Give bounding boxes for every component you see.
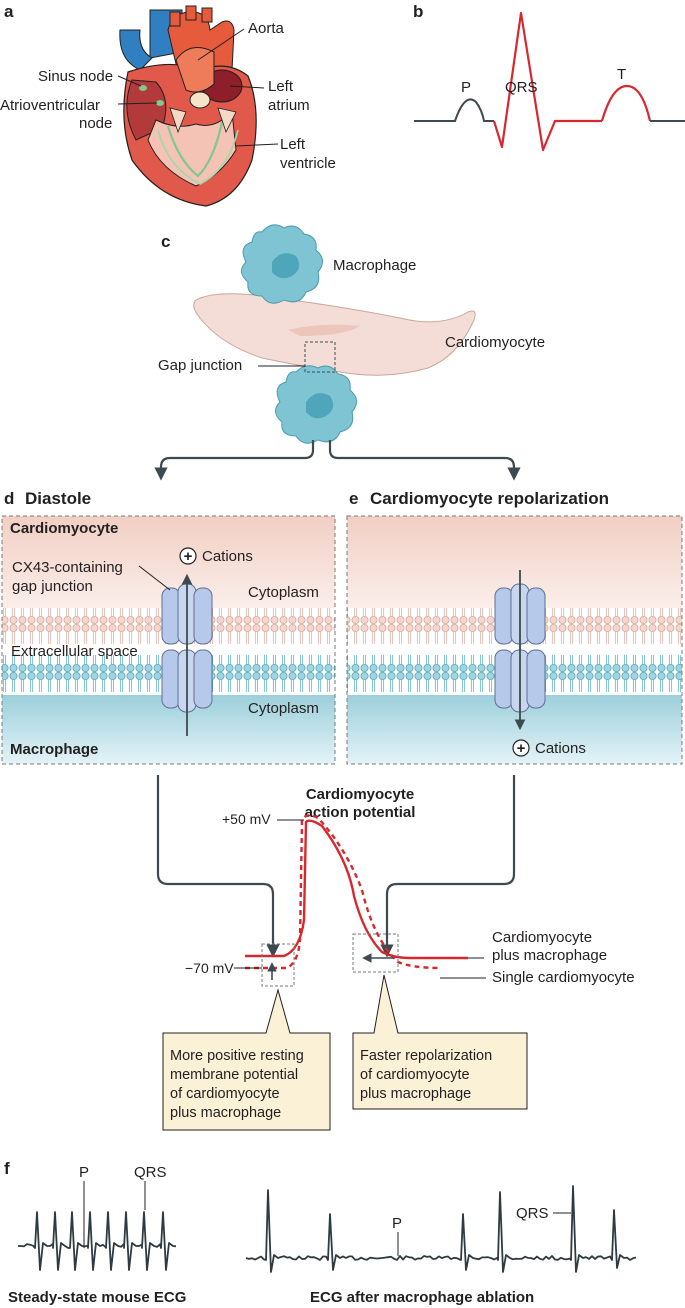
ecg-waveform-path	[18, 1211, 177, 1271]
cation-plus-sign-d: +	[184, 548, 193, 565]
note-box-repolarization	[352, 974, 528, 1110]
label-left-p: P	[79, 1164, 89, 1181]
panel-letter-b: b	[413, 2, 423, 21]
label-cytoplasm-top: Cytoplasm	[248, 584, 319, 601]
label-left-ventricle-line1: Left	[280, 136, 306, 153]
cation-plus-icon-e	[512, 739, 530, 757]
panel-letter-f: f	[4, 1159, 10, 1178]
label-extracellular: Extracellular space	[11, 643, 138, 660]
panel-letter-e: e	[349, 489, 358, 508]
heart-callouts	[117, 28, 279, 147]
label-av-node-line2: node	[79, 115, 112, 132]
note-resting-line1: More positive resting	[170, 1048, 304, 1064]
caption-ablation-ecg: ECG after macrophage ablation	[310, 1289, 534, 1306]
zoom-box-repolarization	[352, 933, 399, 973]
label-qrs-complex: QRS	[505, 79, 538, 96]
label-plus-50mv: +50 mV	[222, 811, 271, 827]
gap-callout-d	[138, 565, 171, 591]
diastole-title: Diastole	[25, 489, 91, 508]
label-p-wave: P	[461, 79, 471, 96]
note-repolarization-line1: Faster repolarization	[360, 1048, 492, 1064]
label-gap-line2: gap junction	[12, 578, 93, 595]
macrophage-cell-bottom	[275, 365, 357, 444]
zoom-box-resting	[261, 943, 295, 987]
label-t-wave: T	[617, 66, 626, 83]
label-gap-junction: Gap junction	[158, 357, 242, 374]
gap-junction-zoom-box	[304, 341, 336, 373]
repolarization-title: Cardiomyocyte repolarization	[370, 489, 609, 508]
ap-title-line2: action potential	[305, 804, 416, 821]
label-left-atrium-line2: atrium	[268, 97, 310, 114]
label-av-node-line1: Atrioventricular	[0, 97, 100, 114]
label-gap-line1: CX43-containing	[12, 559, 123, 576]
label-right-p: P	[392, 1215, 402, 1232]
note-resting-line4: plus macrophage	[170, 1105, 281, 1121]
label-macrophage-d: Macrophage	[10, 741, 98, 758]
heart-illustration	[119, 5, 257, 207]
note-box-resting	[162, 988, 331, 1131]
legend-combined-line1: Cardiomyocyte	[492, 929, 592, 946]
panel-letter-d: d	[4, 489, 14, 508]
ap-title-line1: Cardiomyocyte	[306, 786, 414, 803]
split-arrows	[154, 440, 521, 481]
cation-plus-icon-d	[179, 547, 197, 565]
panel-letter-a: a	[4, 2, 14, 21]
arrow-from-repolarization	[380, 775, 516, 958]
arrow-from-diastole	[156, 775, 280, 958]
note-repolarization-line2: of cardiomyocyte	[360, 1067, 470, 1083]
label-minus-70mv: −70 mV	[185, 960, 234, 976]
label-cations-d: Cations	[202, 548, 253, 565]
ecg-waveform-path	[245, 1185, 637, 1273]
panel-letter-c: c	[161, 232, 170, 251]
label-left-atrium-line1: Left	[268, 78, 294, 95]
label-cations-e: Cations	[535, 740, 586, 757]
gap-junction-channel-d	[161, 573, 213, 736]
label-macrophage: Macrophage	[333, 257, 416, 274]
gap-junction-channel-e	[494, 570, 546, 731]
label-cytoplasm-bottom: Cytoplasm	[248, 700, 319, 717]
label-left-ventricle-line2: ventricle	[280, 155, 336, 172]
note-resting-line3: of cardiomyocyte	[170, 1086, 280, 1102]
ecg-trace-after-ablation	[245, 1185, 637, 1273]
label-right-qrs: QRS	[516, 1205, 549, 1222]
legend-combined-line2: plus macrophage	[492, 947, 607, 964]
caption-steady-state-ecg: Steady-state mouse ECG	[8, 1289, 186, 1306]
ap-trace-single	[245, 814, 441, 970]
ap-trace-combined	[245, 819, 468, 960]
cation-plus-sign-e: +	[517, 740, 526, 757]
note-repolarization-line3: plus macrophage	[360, 1086, 471, 1102]
label-cardiomyocyte: Cardiomyocyte	[445, 334, 545, 351]
ecg-waveform	[414, 11, 685, 152]
label-aorta: Aorta	[248, 20, 285, 37]
label-sinus-node: Sinus node	[38, 68, 113, 85]
cardiomyocyte-cell	[193, 293, 476, 376]
legend-single: Single cardiomyocyte	[492, 969, 635, 986]
ecg-trace-steady-state	[18, 1211, 177, 1271]
label-cardiomyocyte-d: Cardiomyocyte	[10, 520, 118, 537]
note-resting-line2: membrane potential	[170, 1067, 298, 1083]
macrophage-cell-top	[241, 224, 323, 304]
label-left-qrs: QRS	[134, 1164, 167, 1181]
